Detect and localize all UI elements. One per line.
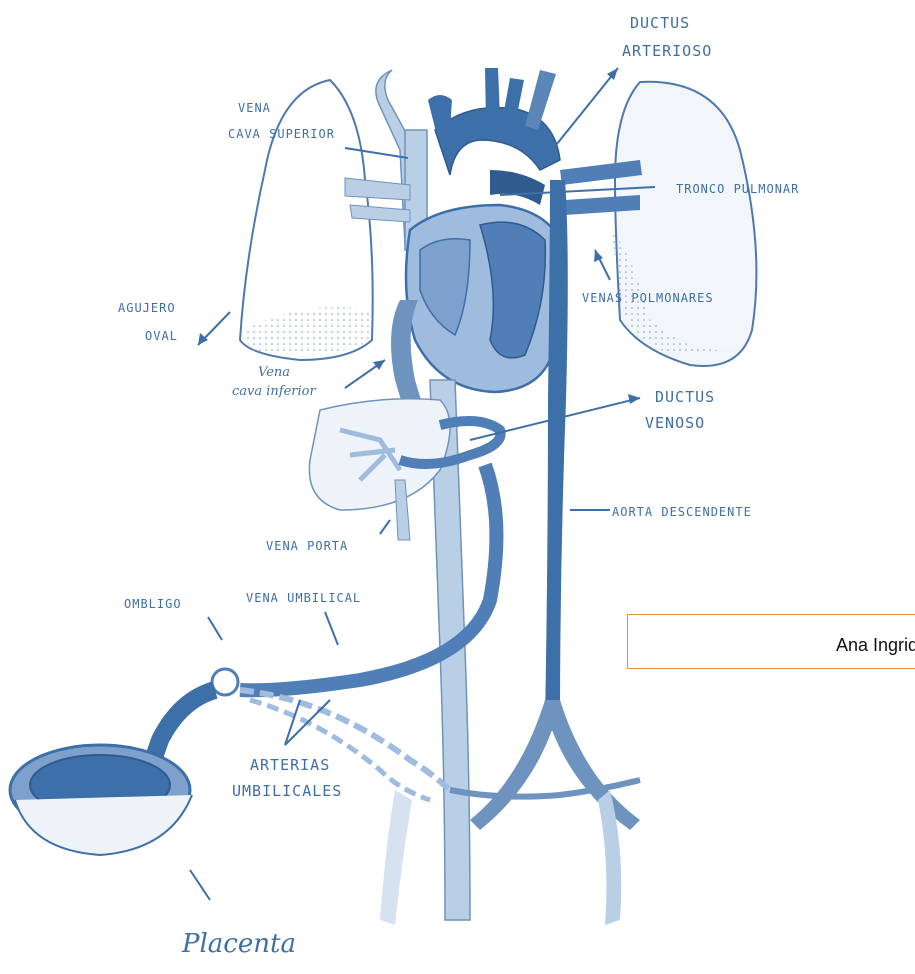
label-ombligo: OMBLIGO — [124, 597, 182, 611]
label-arterias-umbilicales-1: ARTERIAS — [250, 756, 330, 774]
label-tronco-pulmonar: TRONCO PULMONAR — [676, 182, 799, 196]
iliac-branch — [450, 780, 640, 797]
great-vessel-3 — [525, 70, 556, 130]
label-ductus-arterioso-1: DUCTUS — [630, 14, 690, 32]
label-agujero-oval-2: OVAL — [145, 329, 178, 343]
label-vena-porta: VENA PORTA — [266, 539, 348, 553]
label-ductus-arterioso-2: ARTERIOSO — [622, 42, 712, 60]
label-ductus-venoso-1: DUCTUS — [655, 388, 715, 406]
label-aorta-descendente: AORTA DESCENDENTE — [612, 505, 752, 519]
great-vessel-4 — [428, 95, 452, 132]
label-ductus-venoso-2: VENOSO — [645, 414, 705, 432]
label-placenta: Placenta — [181, 929, 296, 959]
label-vena-umbilical: VENA UMBILICAL — [246, 591, 361, 605]
author-name-box: Ana Ingrid Gord — [627, 614, 915, 669]
great-vessel-1 — [485, 68, 500, 120]
umbilicus — [212, 669, 238, 695]
label-agujero-oval-1: AGUJERO — [118, 301, 176, 315]
placenta-rim — [15, 795, 192, 855]
aorta-bifurcation — [470, 700, 640, 830]
author-name: Ana Ingrid Gord — [836, 635, 915, 656]
leg-left — [380, 790, 412, 925]
label-vena-cava-inf-2: cava inferior — [232, 384, 316, 399]
liver — [309, 399, 450, 510]
tronco-pulmonar-vessel — [490, 170, 545, 205]
label-venas-pulmonares: VENAS POLMONARES — [582, 291, 714, 305]
label-vena-cava-sup-2: CAVA SUPERIOR — [228, 127, 335, 141]
label-vena-cava-inf-1: Vena — [258, 365, 290, 380]
label-arterias-umbilicales-2: UMBILICALES — [232, 782, 342, 800]
label-vena-cava-sup-1: VENA — [238, 101, 271, 115]
